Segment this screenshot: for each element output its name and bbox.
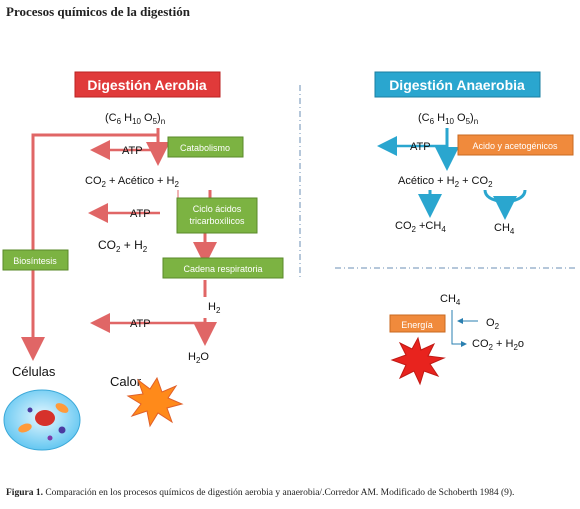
energy-ch4: CH4 [440,293,461,307]
calor-label: Calor [110,374,142,389]
caption-label: Figura 1. [6,488,43,498]
biosynthesis-arrow [21,133,158,361]
anaerobic-header: Digestión Anaerobia [389,77,525,93]
anaer-atp: ATP [410,141,431,153]
energy-co2-h2o: CO2 + H2o [472,338,524,352]
ciclo-label-1: Ciclo ácidos [193,204,242,214]
cell-illustration [3,389,81,451]
aer-products-1: CO2 + Acético + H2 [85,175,179,189]
energia-box [389,314,446,333]
aerobic-substrate: (C6 H10 O5)n [105,112,165,126]
aer-h2o: H2O [188,351,209,365]
aer-h2: H2 [208,301,221,315]
aerobic-header: Digestión Aerobia [87,77,206,93]
anaerobic-header-box [374,71,541,98]
energy-o2: O2 [486,317,500,331]
caption-text: Comparación en los procesos químicos de … [45,488,515,498]
anaer-products-1: Acético + H2 + CO2 [398,175,493,189]
anaer-substrate: (C6 H10 O5)n [418,112,478,126]
co2-h2o-arrow [451,340,467,347]
catabolismo-label: Catabolismo [180,143,230,153]
aer-atp3: ATP [130,318,151,330]
anaer-co2-ch4: CO2 +CH4 [395,220,446,234]
page-title: Procesos químicos de la digestión [6,4,190,19]
cadena-box [162,257,284,279]
cadena-label: Cadena respiratoria [183,264,262,274]
anaer-ch4: CH4 [494,222,515,236]
biosintesis-label: Biosíntesis [13,256,57,266]
aer-products-2: CO2 + H2 [98,238,148,254]
acido-box [457,134,574,156]
acido-label: Acido y acetogénicos [472,141,558,151]
energia-label: Energía [401,320,433,330]
biosintesis-box [2,249,69,271]
energy-burst-icon [390,336,446,386]
aerobic-header-box [74,71,221,98]
figure-caption: Figura 1. Comparación en los procesos qu… [6,488,514,498]
heat-burst-icon [126,376,184,428]
anaer-merge-bracket [483,189,527,204]
aer-atp1: ATP [122,145,143,157]
catabolismo-box [167,136,244,158]
celulas-label: Células [12,364,56,379]
ciclo-box [176,197,258,234]
aer-atp2: ATP [130,208,151,220]
ciclo-label-2: tricarboxílicos [189,216,245,226]
